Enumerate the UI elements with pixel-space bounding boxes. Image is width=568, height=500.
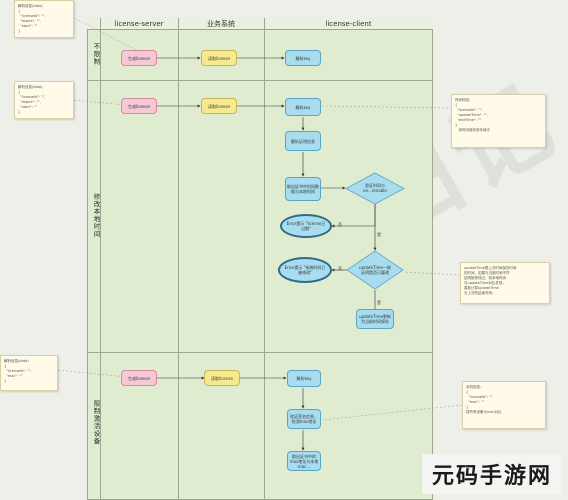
node-update-time[interactable]: updateTime更新为当前时间保存 (356, 309, 394, 329)
row-divider (87, 80, 433, 81)
site-logo: 元码手游网 (422, 454, 562, 494)
decision-expired[interactable] (345, 172, 405, 205)
edge-label-yes: 是 (377, 300, 381, 305)
node-compare-time[interactable]: 取出证书中时间数据与本地时间 (285, 177, 321, 201)
node-generate-license[interactable]: 生成license (121, 50, 157, 66)
node-read-license[interactable]: 读取license (201, 98, 237, 114)
node-parse-proof[interactable]: 解析证明信息 (285, 131, 321, 151)
decision-tampered[interactable] (346, 250, 404, 290)
lane-header-business: 业务系统 (178, 18, 264, 30)
note-link (321, 404, 463, 421)
note-update-time: updateTime是上次时间保存时间 的时间，如果与当前时间不符 证明被修改过… (460, 262, 550, 304)
note-parse-info: 解析信息(data) { "licenseId": "", "expire": … (14, 0, 74, 38)
edge-label-yes: 否 (338, 222, 342, 227)
node-read-license[interactable]: 读取license (201, 50, 237, 66)
lane-header-client: license-client (264, 18, 433, 30)
note-link (403, 271, 461, 276)
row-label-unlimited: 不限制 (92, 42, 100, 66)
note-link (57, 369, 157, 381)
row-divider (87, 352, 433, 353)
edge-label-no: 是 (377, 232, 381, 237)
lane-divider (100, 18, 101, 500)
node-error-expired[interactable]: Error提示 "license已过期" (280, 214, 332, 238)
edge-label-no: 否 (338, 266, 342, 271)
note-link (321, 105, 453, 109)
node-generate-license[interactable]: 生成license (121, 98, 157, 114)
note-time-check: 时间校验： { "licenseId": "", "updateTime": "… (451, 94, 546, 148)
lane-header-server: license-server (100, 18, 178, 30)
node-check-mac[interactable]: 验证签名信息，检测mac地址 (287, 409, 321, 429)
row-label-limit-device: 限制激活设备 (92, 399, 100, 445)
note-local-info: 本机信息： { "licenseId": "", "mac": "" } 将所有… (462, 381, 546, 429)
node-generate-license[interactable]: 生成license (121, 370, 157, 386)
note-parse-info: 解析信息(data) { "licenseId": "", "mac": "" … (0, 355, 58, 391)
decision-expired-label: 验证时间与on.../enable (363, 183, 387, 193)
row-label-modify-time: 修改本地时间 (92, 192, 100, 238)
decision-tampered-label: updateTime一致 证明是否已篡改 (359, 265, 391, 275)
node-parse-key[interactable]: 解析key (285, 98, 321, 116)
corner-cell (87, 18, 100, 30)
node-compare-mac[interactable]: 取出证书中的mac地址与本地mac... (287, 451, 321, 471)
lane-divider (178, 18, 179, 500)
note-parse-info: 解析信息(data) { "licenseId": "", "expire": … (14, 81, 74, 119)
node-parse-key[interactable]: 解析key (285, 50, 321, 66)
node-read-license[interactable]: 读取license (204, 370, 240, 386)
lane-divider (264, 18, 265, 500)
node-parse-key[interactable]: 解析key (287, 370, 321, 387)
node-error-tampered[interactable]: Error提示 "系统时间已被修改" (278, 257, 332, 283)
